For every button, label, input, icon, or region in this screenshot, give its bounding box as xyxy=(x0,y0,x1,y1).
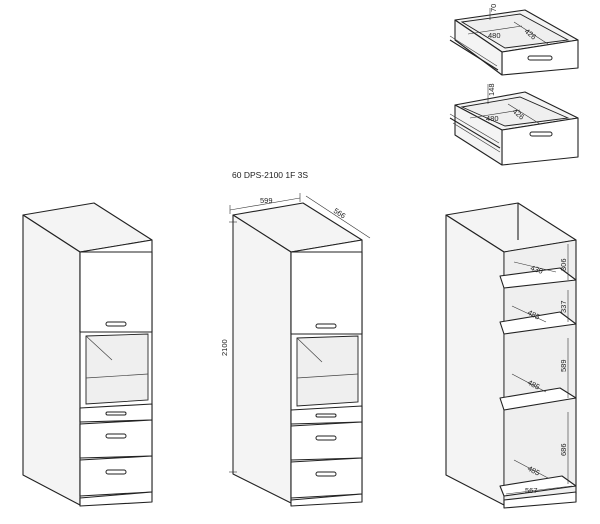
interior-top-height-label: 306 xyxy=(559,258,568,271)
drawer-small-width-label: 480 xyxy=(488,31,501,40)
cabinet-middle-door-handle xyxy=(315,323,337,329)
cabinet-left-closed xyxy=(22,202,153,507)
cabinet-left-door xyxy=(79,251,153,333)
cabinet-left-drawer2-handle xyxy=(105,433,127,439)
cabinet-middle-drawer1-handle xyxy=(315,413,337,418)
interior-bottom-width-label: 567 xyxy=(525,486,538,495)
interior-oven-height-label: 589 xyxy=(559,359,568,372)
dim-depth-label: 566 xyxy=(332,206,347,220)
cabinet-middle-drawer3-handle xyxy=(315,471,337,477)
drawer-small-height-label: 70 xyxy=(489,4,498,12)
dim-width-label: 599 xyxy=(260,196,273,205)
cabinet-middle-dimensioned: 60 DPS-2100 1F 3S 599 566 xyxy=(220,170,371,507)
cabinet-middle-drawer2-handle xyxy=(315,435,337,441)
cabinet-left-drawer1-handle xyxy=(105,411,127,416)
interior-bottom-height-label: 686 xyxy=(559,443,568,456)
interior-upper-height-label: 337 xyxy=(559,300,568,313)
model-code-label: 60 DPS-2100 1F 3S xyxy=(232,170,308,180)
interior-top-width-label: 430 xyxy=(529,263,544,275)
drawer-large-handle xyxy=(529,131,553,137)
cabinet-left-drawer3-handle xyxy=(105,469,127,475)
cabinet-middle-door xyxy=(290,251,363,335)
drawer-large-height-label: 148 xyxy=(487,83,496,96)
drawer-large-diagram: 148 480 426 xyxy=(449,83,579,166)
cabinet-right-carcass: 306 430 337 485 589 485 686 485 567 xyxy=(445,202,577,509)
drawer-large-width-label: 480 xyxy=(486,114,499,123)
dim-height-label: 2100 xyxy=(220,339,229,356)
cabinet-left-door-handle xyxy=(105,321,127,327)
drawer-small-diagram: 70 480 426 xyxy=(449,4,579,76)
drawer-small-handle xyxy=(527,55,553,61)
